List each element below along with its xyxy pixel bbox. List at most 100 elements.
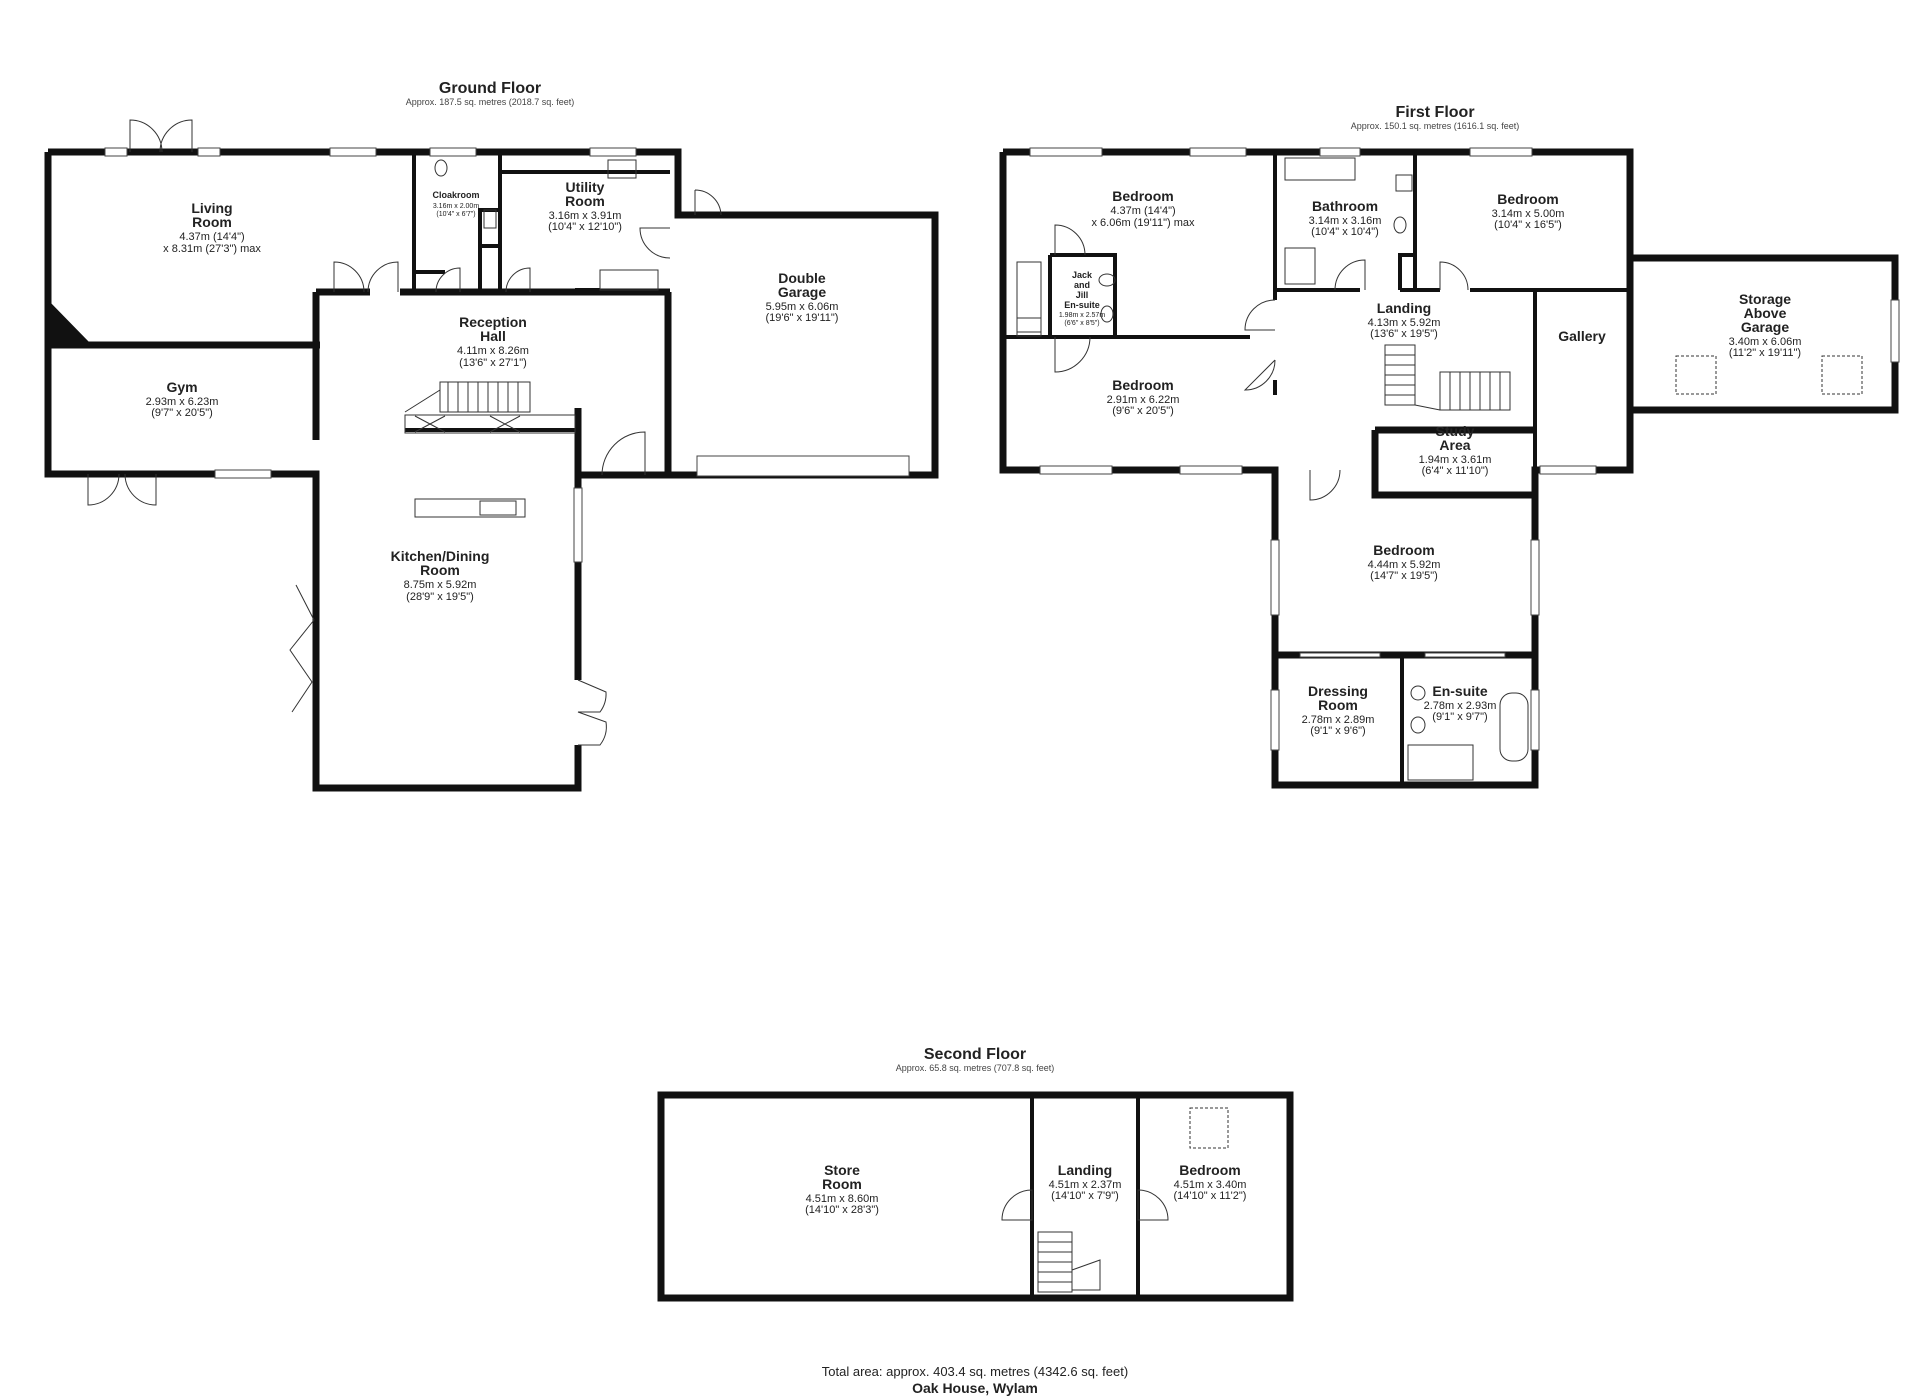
ensuite-bath (1499, 692, 1529, 762)
room-dimensions: 4.13m x 5.92m (1368, 317, 1441, 329)
room-dimensions: (9'1" x 9'6") (1310, 725, 1365, 737)
window (197, 147, 221, 157)
cloakroom-toilet (434, 159, 448, 177)
room-dimensions: 8.75m x 5.92m (404, 579, 477, 591)
ensuite-toilet (1410, 716, 1426, 734)
room-dimensions: x 6.06m (19'11") max (1091, 217, 1195, 229)
room-name: Garage (1741, 319, 1789, 335)
room-dimensions: (6'6" x 8'5") (1064, 320, 1099, 327)
gallery-label: Gallery (1558, 328, 1606, 344)
room-dimensions: (14'10" x 7'9") (1051, 1190, 1119, 1202)
bed1-walls (1003, 152, 1277, 395)
window (1029, 147, 1103, 157)
room-name: Room (1318, 697, 1358, 713)
room-dimensions: 3.14m x 5.00m (1492, 208, 1565, 220)
first-floor-area: Approx. 150.1 sq. metres (1616.1 sq. fee… (1351, 121, 1520, 131)
kitchen-walls (312, 408, 668, 792)
dressing-room-label: Dressing Room 2.78m x 2.89m (9'1" x 9'6"… (1302, 683, 1375, 737)
bed3-label: Bedroom 2.91m x 6.22m (9'6" x 20'5") (1107, 377, 1180, 417)
room-dimensions: (9'7" x 20'5") (151, 407, 213, 419)
window (1469, 147, 1533, 157)
room-name: Living (191, 200, 232, 216)
room-dimensions: (10'4" x 12'10") (548, 221, 622, 233)
room-dimensions: 3.16m x 3.91m (549, 210, 622, 222)
jackjill-lower-door (1054, 336, 1091, 373)
room-dimensions: (19'6" x 19'11") (766, 312, 839, 324)
hall-double-doors (333, 261, 399, 293)
window (1530, 689, 1540, 751)
room-name: Study (1436, 423, 1475, 439)
bathroom-door (1334, 259, 1366, 291)
room-dimensions: 4.37m (14'4") (1110, 205, 1175, 217)
room-dimensions: 1.94m x 3.61m (1419, 454, 1492, 466)
bed2-door (1439, 261, 1469, 291)
room-name: Room (420, 562, 460, 578)
window (429, 147, 477, 157)
bathroom-toilet (1393, 216, 1407, 234)
window (104, 147, 128, 157)
window (1039, 465, 1113, 475)
room-dimensions: 3.14m x 3.16m (1309, 215, 1382, 227)
room-name: Cloakroom (432, 190, 479, 200)
hall-walls (312, 288, 670, 560)
study-walls (1371, 426, 1535, 499)
landing-staircase (1384, 344, 1511, 411)
kitchen-sink (479, 500, 517, 516)
room-dimensions: 3.16m x 2.00m (433, 203, 479, 210)
window (1189, 147, 1247, 157)
room-name: Gym (166, 379, 197, 395)
hall-side-door (601, 431, 646, 476)
garage-internal-door (639, 227, 671, 259)
kitchen-dining-label: Kitchen/Dining Room 8.75m x 5.92m (28'9"… (391, 548, 490, 603)
room-name: Bedroom (1112, 188, 1173, 204)
jackjill-door (1054, 224, 1086, 256)
room-name: Bathroom (1312, 198, 1378, 214)
room-dimensions: 2.93m x 6.23m (146, 396, 219, 408)
second-floor-title: Second Floor (924, 1046, 1026, 1063)
room-name: En-suite (1064, 300, 1100, 310)
ground-floor-area: Approx. 187.5 sq. metres (2018.7 sq. fee… (406, 97, 575, 107)
jackjill-bath (1016, 261, 1042, 333)
room-name: Reception (459, 314, 527, 330)
sliding-door (1424, 652, 1506, 658)
room-dimensions: (9'1" x 9'7") (1432, 711, 1487, 723)
bed1-label: Bedroom 4.37m (14'4") x 6.06m (19'11") m… (1091, 188, 1195, 229)
bathroom-label: Bathroom 3.14m x 3.16m (10'4" x 10'4") (1309, 198, 1382, 238)
room-dimensions: (10'4" x 6'7") (436, 211, 475, 218)
cloakroom-door (435, 267, 461, 293)
room-dimensions: x 8.31m (27'3") max (163, 243, 261, 255)
room-dimensions: (28'9" x 19'5") (406, 591, 474, 603)
room-name: En-suite (1432, 683, 1487, 699)
room-dimensions: 5.95m x 6.06m (766, 301, 839, 313)
garage-walls (664, 208, 939, 479)
gym-label: Gym 2.93m x 6.23m (9'7" x 20'5") (146, 379, 219, 419)
room-name: Room (822, 1176, 862, 1192)
window (589, 147, 637, 157)
room-name: Room (192, 214, 232, 230)
reception-hall-label: Reception Hall 4.11m x 8.26m (13'6" x 27… (457, 314, 529, 369)
ground-floor-plan: Ground Floor Approx. 187.5 sq. metres (2… (44, 80, 939, 792)
property-name: Oak House, Wylam (912, 1380, 1038, 1396)
bed5-door (1137, 1189, 1169, 1221)
room-name: Above (1744, 305, 1787, 321)
bed2-label: Bedroom 3.14m x 5.00m (10'4" x 16'5") (1492, 191, 1565, 231)
utility-door (505, 267, 531, 293)
kitchen-bifold-doors (289, 584, 315, 713)
room-name: Jill (1076, 290, 1089, 300)
store-room-label: Store Room 4.51m x 8.60m (14'10" x 28'3"… (805, 1162, 879, 1216)
utility-counter (599, 269, 659, 291)
bathroom-shower (1284, 247, 1316, 285)
garage-side-door (694, 189, 722, 216)
landing2-label: Landing 4.51m x 2.37m (14'10" x 7'9") (1049, 1162, 1122, 1202)
staircase (404, 381, 576, 434)
room-name: Room (565, 193, 605, 209)
room-dimensions: 3.40m x 6.06m (1729, 336, 1802, 348)
room-name: and (1074, 280, 1090, 290)
second-floor-outer-walls (657, 1091, 1294, 1302)
bathroom-basin (1395, 174, 1413, 192)
room-dimensions: (11'2" x 19'11") (1729, 347, 1801, 359)
jackjill-basin (1100, 305, 1114, 323)
room-name: Landing (1377, 300, 1431, 316)
ensuite-basin (1410, 685, 1426, 701)
